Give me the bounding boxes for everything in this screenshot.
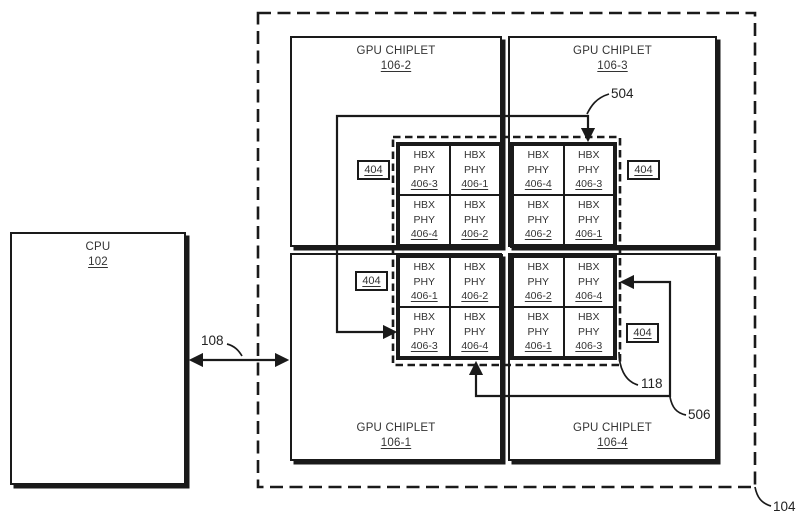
cell-line2: PHY xyxy=(463,213,486,226)
chiplet-title: GPU CHIPLET xyxy=(356,422,436,434)
cpu-box: CPU 102 xyxy=(10,232,186,485)
cell-line1: HBX xyxy=(527,311,550,324)
ref-label-118: 118 xyxy=(641,376,663,391)
hbx-phy-cell: HBX PHY 406-3 xyxy=(563,145,614,195)
ref-label-506: 506 xyxy=(688,407,711,422)
cell-line2: PHY xyxy=(527,163,550,176)
hbx-phy-cell: HBX PHY 406-1 xyxy=(513,307,564,357)
leader-line-108 xyxy=(226,343,243,357)
cell-ref: 406-4 xyxy=(461,340,489,353)
cell-line1: HBX xyxy=(463,199,486,212)
cell-line2: PHY xyxy=(413,275,436,288)
cell-line1: HBX xyxy=(527,261,550,274)
cell-line2: PHY xyxy=(413,325,436,338)
cell-line2: PHY xyxy=(527,275,550,288)
gpu-chiplet-106-3-label: GPU CHIPLET 106-3 xyxy=(510,44,715,74)
cell-line1: HBX xyxy=(463,261,486,274)
phy-switch-ref: 404 xyxy=(634,164,653,176)
cell-line1: HBX xyxy=(577,311,600,324)
phy-block-chiplet-106-1: HBX PHY 406-1 HBX PHY 406-2 HBX PHY 406-… xyxy=(396,254,503,360)
cell-line1: HBX xyxy=(413,199,436,212)
phy-block-chiplet-106-3: HBX PHY 406-4 HBX PHY 406-3 HBX PHY 406-… xyxy=(510,142,617,248)
cpu-ref: 102 xyxy=(88,256,108,268)
hbx-phy-cell: HBX PHY 406-3 xyxy=(399,307,450,357)
chiplet-ref: 106-4 xyxy=(597,437,628,449)
cell-ref: 406-3 xyxy=(575,340,603,353)
chiplet-title: GPU CHIPLET xyxy=(356,45,436,57)
cell-ref: 406-1 xyxy=(410,290,438,303)
phy-block-chiplet-106-4: HBX PHY 406-2 HBX PHY 406-4 HBX PHY 406-… xyxy=(510,254,617,360)
hbx-phy-cell: HBX PHY 406-3 xyxy=(399,145,450,195)
cell-ref: 406-2 xyxy=(461,290,489,303)
phy-switch-ref: 404 xyxy=(364,164,383,176)
cell-ref: 406-2 xyxy=(461,228,489,241)
hbx-phy-cell: HBX PHY 406-4 xyxy=(399,195,450,245)
cell-ref: 406-1 xyxy=(461,178,489,191)
hbx-phy-cell: HBX PHY 406-2 xyxy=(449,195,500,245)
cell-ref: 406-3 xyxy=(410,340,438,353)
hbx-phy-cell: HBX PHY 406-4 xyxy=(449,307,500,357)
hbx-phy-cell: HBX PHY 406-1 xyxy=(399,257,450,307)
cell-ref: 406-2 xyxy=(524,290,552,303)
hbx-phy-cell: HBX PHY 406-2 xyxy=(513,195,564,245)
cell-line2: PHY xyxy=(527,325,550,338)
hbx-phy-cell: HBX PHY 406-1 xyxy=(563,195,614,245)
hbx-phy-cell: HBX PHY 406-2 xyxy=(449,257,500,307)
phy-switch-ref: 404 xyxy=(633,327,652,339)
ref-label-504: 504 xyxy=(611,86,634,101)
hbx-phy-cell: HBX PHY 406-4 xyxy=(563,257,614,307)
leader-line-104 xyxy=(754,486,772,507)
cell-line2: PHY xyxy=(413,213,436,226)
cell-line1: HBX xyxy=(463,311,486,324)
hbx-phy-cell: HBX PHY 406-4 xyxy=(513,145,564,195)
chiplet-ref: 106-3 xyxy=(597,60,628,72)
gpu-chiplet-106-1-label: GPU CHIPLET 106-1 xyxy=(292,421,500,451)
cell-line2: PHY xyxy=(463,275,486,288)
cell-ref: 406-3 xyxy=(410,178,438,191)
cell-ref: 406-1 xyxy=(524,340,552,353)
cell-line1: HBX xyxy=(413,261,436,274)
cell-line2: PHY xyxy=(577,325,600,338)
gpu-chiplet-106-4-label: GPU CHIPLET 106-4 xyxy=(510,421,715,451)
cell-ref: 406-1 xyxy=(575,228,603,241)
ref-label-104: 104 xyxy=(773,499,796,514)
chiplet-title: GPU CHIPLET xyxy=(573,422,652,434)
cell-line2: PHY xyxy=(463,163,486,176)
cell-line1: HBX xyxy=(527,149,550,162)
hbx-phy-cell: HBX PHY 406-2 xyxy=(513,257,564,307)
phy-switch-ref: 404 xyxy=(362,275,381,287)
ref-label-108: 108 xyxy=(201,333,224,348)
cell-ref: 406-4 xyxy=(410,228,438,241)
cell-line1: HBX xyxy=(577,261,600,274)
cell-line1: HBX xyxy=(463,149,486,162)
chiplet-title: GPU CHIPLET xyxy=(573,45,652,57)
phy-block-chiplet-106-2: HBX PHY 406-3 HBX PHY 406-1 HBX PHY 406-… xyxy=(396,142,503,248)
hbx-phy-cell: HBX PHY 406-1 xyxy=(449,145,500,195)
cell-line1: HBX xyxy=(577,149,600,162)
phy-switch-404-box: 404 xyxy=(627,160,660,180)
cell-ref: 406-2 xyxy=(524,228,552,241)
cell-ref: 406-4 xyxy=(575,290,603,303)
cell-line2: PHY xyxy=(463,325,486,338)
hbx-phy-cell: HBX PHY 406-3 xyxy=(563,307,614,357)
cell-line2: PHY xyxy=(577,213,600,226)
gpu-chiplet-106-2-label: GPU CHIPLET 106-2 xyxy=(292,44,500,74)
cell-line1: HBX xyxy=(577,199,600,212)
cell-line2: PHY xyxy=(577,163,600,176)
cell-line1: HBX xyxy=(413,149,436,162)
cell-line2: PHY xyxy=(577,275,600,288)
cpu-title: CPU xyxy=(85,241,111,253)
cell-ref: 406-3 xyxy=(575,178,603,191)
phy-switch-404-box: 404 xyxy=(355,271,388,291)
cell-line2: PHY xyxy=(413,163,436,176)
cell-line2: PHY xyxy=(527,213,550,226)
cell-ref: 406-4 xyxy=(524,178,552,191)
phy-switch-404-box: 404 xyxy=(626,323,659,343)
chiplet-ref: 106-2 xyxy=(380,60,412,72)
cell-line1: HBX xyxy=(413,311,436,324)
chiplet-ref: 106-1 xyxy=(380,437,412,449)
phy-switch-404-box: 404 xyxy=(357,160,390,180)
cell-line1: HBX xyxy=(527,199,550,212)
cpu-label: CPU 102 xyxy=(12,240,184,270)
